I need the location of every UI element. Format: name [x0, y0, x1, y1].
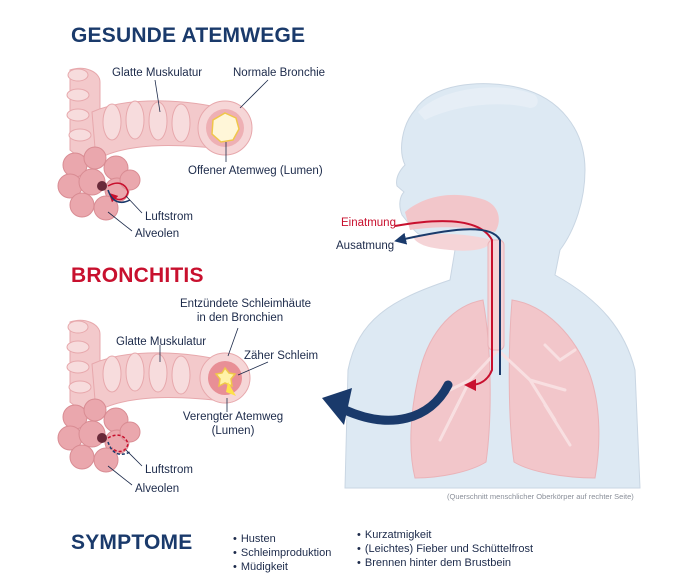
- bronchitis-mucosa-line2: in den Bronchien: [196, 312, 284, 324]
- symptom-item: Müdigkeit: [233, 560, 331, 574]
- cross-section-note: (Querschnitt menschlicher Oberkörper auf…: [447, 492, 634, 501]
- bronchitis-muscle-label: Glatte Muskulatur: [116, 336, 207, 348]
- symptom-item: (Leichtes) Fieber und Schüttelfrost: [357, 542, 533, 556]
- bronchitis-mucus-label: Zäher Schleim: [244, 350, 319, 362]
- bronchitis-title: BRONCHITIS: [71, 264, 204, 287]
- zoom-arrow-head: [322, 388, 352, 425]
- healthy-lumen-label: Offener Atemweg (Lumen): [188, 165, 323, 177]
- healthy-alveoli-label: Alveolen: [135, 228, 180, 240]
- zoom-arrow: [340, 380, 453, 425]
- symptom-item: Brennen hinter dem Brustbein: [357, 556, 533, 570]
- healthy-title: GESUNDE ATEMWEGE: [71, 24, 306, 47]
- bronchitis-alveoli-label: Alveolen: [135, 483, 180, 495]
- lungs: [394, 220, 600, 479]
- healthy-bronchus-label: Normale Bronchie: [233, 67, 326, 79]
- symptoms-title: SYMPTOME: [71, 531, 193, 554]
- healthy-airway-illustration: [57, 67, 269, 232]
- healthy-airflow-label: Luftstrom: [145, 211, 193, 223]
- inhale-label: Einatmung: [341, 217, 396, 229]
- bronchitis-mucosa-line1: Entzündete Schleimhäute: [180, 298, 312, 310]
- symptoms-list-2: Kurzatmigkeit (Leichtes) Fieber und Schü…: [357, 528, 533, 570]
- bronchitis-airway-illustration: [57, 319, 269, 486]
- bronchitis-lumen-line2: (Lumen): [211, 425, 255, 437]
- symptom-item: Husten: [233, 532, 331, 546]
- exhale-label: Ausatmung: [336, 240, 395, 252]
- symptom-item: Schleimproduktion: [233, 546, 332, 560]
- bronchitis-mucosa-label: Entzündete Schleimhäute in den Bronchien: [180, 297, 312, 325]
- bronchitis-airflow-label: Luftstrom: [145, 464, 193, 476]
- symptom-item: Kurzatmigkeit: [357, 528, 533, 542]
- bronchitis-lumen-label: Verengter Atemweg (Lumen): [178, 410, 288, 438]
- symptoms-list-1: Husten Schleimproduktion Müdigkeit: [233, 532, 332, 574]
- healthy-muscle-label: Glatte Muskulatur: [112, 67, 203, 79]
- bronchitis-lumen-line1: Verengter Atemweg: [182, 411, 284, 423]
